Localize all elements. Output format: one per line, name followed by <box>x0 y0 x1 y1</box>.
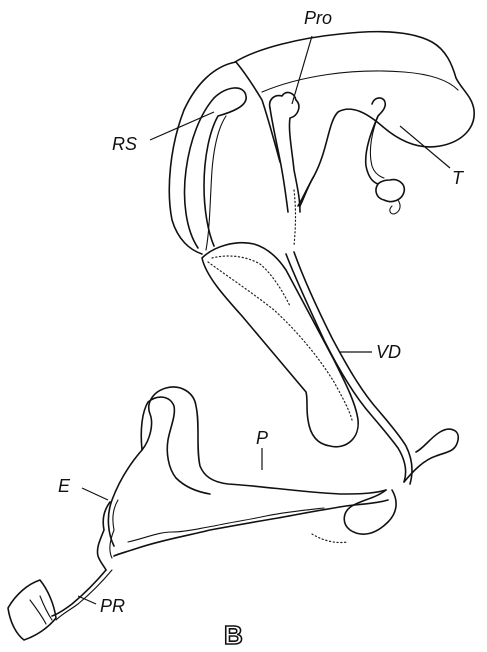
label-pro: Pro <box>304 8 332 28</box>
vas-deferens-inner <box>294 252 412 484</box>
upper-lobe-inner-fold <box>262 71 458 92</box>
leader-pr <box>78 596 96 604</box>
receptaculum-seminis-inner <box>185 88 247 248</box>
label-e: E <box>58 476 71 496</box>
leader-pro <box>292 36 312 104</box>
label-vd: VD <box>376 342 401 362</box>
penial-retractor-end-inner <box>30 596 52 624</box>
penis-left-loop <box>141 397 210 494</box>
vas-deferens-outer <box>286 254 406 482</box>
label-pr: PR <box>100 596 125 616</box>
large-oval-organ-dotted-2 <box>212 256 290 306</box>
t-structure-bulb <box>376 180 404 202</box>
t-structure-duct <box>366 98 386 184</box>
leader-e <box>82 488 108 500</box>
panel-label: B <box>224 620 243 650</box>
penis-inner-wavy <box>128 508 324 542</box>
large-oval-organ-dotted <box>208 262 352 420</box>
receptaculum-seminis-outer <box>169 62 236 254</box>
penial-retractor-duct <box>52 570 106 616</box>
prostate-tip <box>270 93 300 212</box>
label-rs: RS <box>112 134 137 154</box>
atrium-dashed-edge <box>312 534 348 543</box>
atrium-lower <box>344 490 396 534</box>
central-stalk-right <box>300 176 314 206</box>
upper-lobe-outline <box>235 32 474 206</box>
label-p: P <box>256 428 268 448</box>
epiphallus-wavy-inner <box>110 500 118 558</box>
leader-t <box>400 126 450 168</box>
central-stalk-left <box>236 62 280 162</box>
receptaculum-duct <box>206 116 226 250</box>
vas-deferens-dotted <box>294 190 296 246</box>
label-t: T <box>452 168 465 188</box>
penial-retractor-end <box>8 580 56 640</box>
